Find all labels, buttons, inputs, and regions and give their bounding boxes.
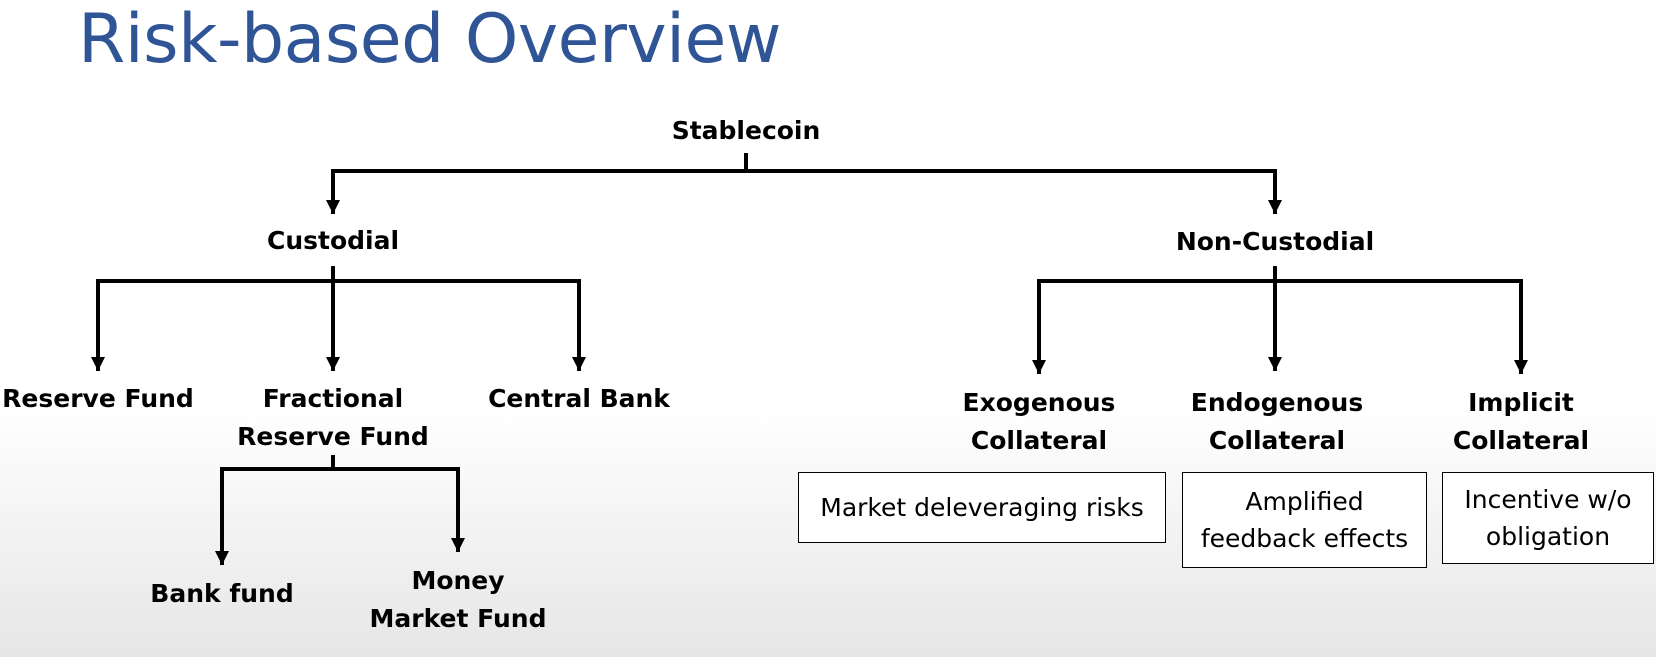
arrowhead [326,357,340,371]
node-implicit-line-2: Collateral [1452,426,1590,455]
node-exogenous-collateral: Exogenous Collateral [963,384,1116,460]
node-bank-fund: Bank fund [150,579,294,608]
node-implicit-line-1: Implicit [1468,388,1574,417]
arrowhead [326,200,340,214]
risk-implicit-line-1: Incentive w/o [1464,485,1632,514]
arrowhead [215,551,229,565]
risk-exogenous-line-1: Market deleveraging risks [820,493,1144,522]
node-fractional-line-2: Reserve Fund [237,422,429,451]
arrowhead [1514,360,1528,374]
node-endogenous-line-2: Collateral [1208,426,1346,455]
node-custodial: Custodial [266,226,400,255]
node-exogenous-line-2: Collateral [970,426,1108,455]
node-money-market-fund: Money Market Fund [370,562,547,638]
node-central-bank: Central Bank [488,384,670,413]
risk-endogenous-line-2: feedback effects [1200,524,1409,553]
node-fractional-line-1: Fractional [262,384,404,413]
risk-box-implicit: Incentive w/o obligation [1442,472,1654,564]
arrowhead [1032,360,1046,374]
node-stablecoin: Stablecoin [671,116,821,145]
arrowhead [572,357,586,371]
node-reserve-fund: Reserve Fund [2,384,194,413]
node-mmf-line-1: Money [411,566,505,595]
node-fractional-reserve-fund: Fractional Reserve Fund [237,380,429,456]
risk-box-exogenous: Market deleveraging risks [798,472,1166,543]
risk-implicit-line-2: obligation [1485,522,1611,551]
node-non-custodial: Non-Custodial [1175,227,1375,256]
risk-endogenous-line-1: Amplified [1245,487,1364,516]
arrowhead [1268,200,1282,214]
node-endogenous-collateral: Endogenous Collateral [1191,384,1363,460]
node-implicit-collateral: Implicit Collateral [1453,384,1589,460]
arrowhead [451,538,465,552]
slide-title: Risk-based Overview [78,0,782,79]
node-exogenous-line-1: Exogenous [962,388,1116,417]
risk-box-endogenous: Amplified feedback effects [1182,472,1427,568]
node-endogenous-line-1: Endogenous [1190,388,1364,417]
node-mmf-line-2: Market Fund [369,604,547,633]
arrowhead [1268,357,1282,371]
arrowhead [91,357,105,371]
